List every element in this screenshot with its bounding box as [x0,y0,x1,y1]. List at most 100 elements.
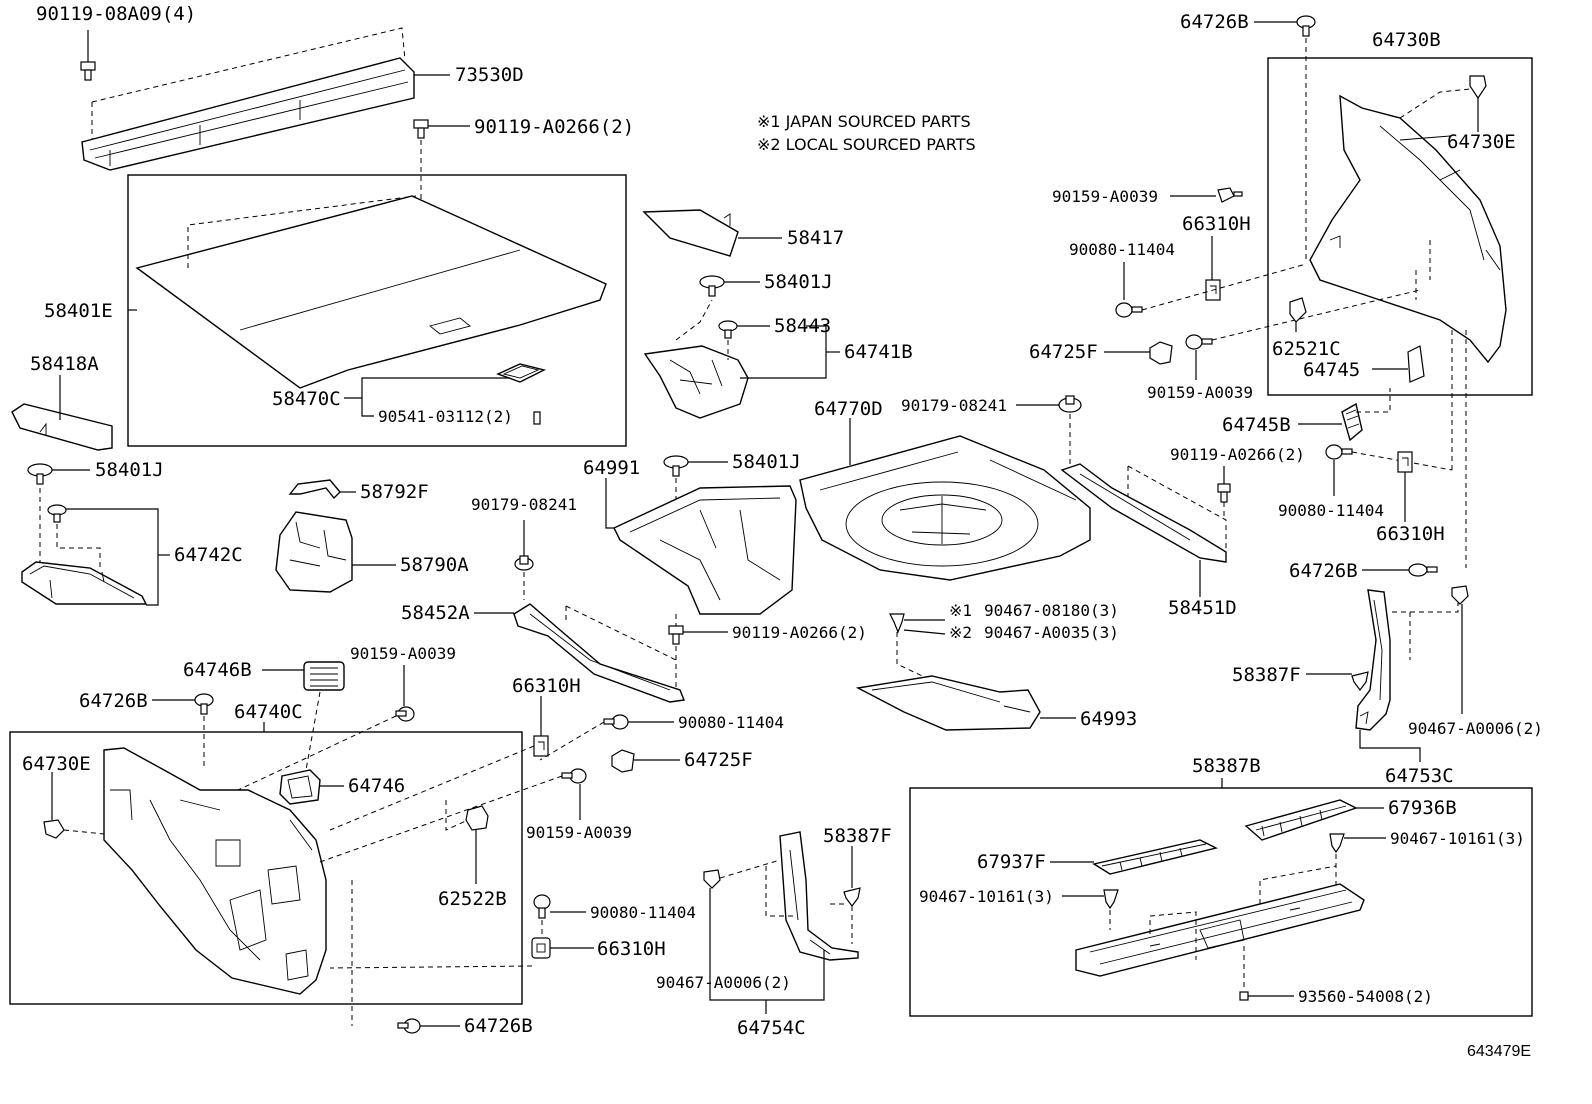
label-64745: 64745 [1303,359,1360,381]
part-58470C [496,363,547,383]
screw-90080-11404-mid [603,714,629,730]
label-66310H-low: 66310H [597,938,666,960]
label-90119-A0266-mid: 90119-A0266(2) [732,623,867,642]
label-90467-A0006-mid: 90467-A0006(2) [656,973,791,992]
note-japan-sourced: ※1 JAPAN SOURCED PARTS [757,112,971,131]
screw-90159-A0039-top [1217,187,1243,203]
screw-90080-11404-low [533,894,551,919]
label-64754C: 64754C [737,1017,806,1039]
label-62521C: 62521C [1272,338,1341,360]
label-64770D: 64770D [814,398,883,420]
label-64726B-right: 64726B [1289,560,1358,582]
label-90467-A0035: 90467-A0035(3) [984,623,1119,642]
nut-90179-08241-left [514,555,534,571]
part-58387B-scuff-plate [1075,865,1365,977]
label-90467-A0006-right: 90467-A0006(2) [1408,719,1543,738]
part-64745B [1341,402,1363,442]
part-64746 [279,769,321,805]
bolt-90467-A0006-right [1451,585,1469,605]
label-66310H-mid: 66310H [512,675,581,697]
part-58452A [513,603,685,703]
clip-90467-10161-left [1103,889,1119,910]
label-66310H-top: 66310H [1182,213,1251,235]
label-90467-10161-left: 90467-10161(3) [919,887,1054,906]
clip-64726B-top [1296,15,1316,37]
bolt-90119-A0266-right [1217,483,1231,503]
clip-90467-10161-right [1329,833,1345,854]
part-64746B [303,661,345,691]
label-64746: 64746 [348,775,405,797]
part-58451D [1060,463,1227,563]
label-90467-10161-right: 90467-10161(3) [1390,829,1525,848]
label-58401J-low: 58401J [732,451,801,473]
clip-62521C [1289,297,1307,323]
label-90179-08241-left: 90179-08241 [471,495,577,514]
label-64726B-top: 64726B [1180,11,1249,33]
label-90080-11404-top: 90080-11404 [1069,240,1175,259]
part-64741B [643,299,749,419]
label-64753C: 64753C [1385,765,1454,787]
clip-62522B [465,805,489,831]
clip-58387F-right [1351,671,1369,691]
bolt-90119-08A09 [80,30,96,81]
part-58401E-tonneau-cover [135,195,607,389]
part-64730B-right-quarter-trim [1309,87,1507,364]
label-58470C: 58470C [272,388,341,410]
part-58790A [275,511,353,593]
label-64726B-bottom: 64726B [464,1015,533,1037]
label-90080-11404-mid: 90080-11404 [678,713,784,732]
diagram-id: 643479E [1467,1043,1531,1060]
part-58417 [642,209,739,257]
clip-64745 [1407,345,1425,383]
part-64742C [21,488,148,605]
label-mark2: ※2 [949,623,972,642]
label-58790A: 58790A [400,554,469,576]
screw-90541-03112 [533,411,541,425]
clip-64725F-right [1149,341,1173,365]
clip-66310H-mid [533,735,549,757]
label-64742C: 64742C [174,544,243,566]
part-58418A [11,403,113,451]
label-64725F-mid: 64725F [684,749,753,771]
part-73530D-rail [81,27,415,171]
clip-90467-08180 [889,613,905,634]
nut-90179-08241-right [1058,395,1082,413]
note-local-sourced: ※2 LOCAL SOURCED PARTS [757,135,976,154]
label-64740C: 64740C [234,701,303,723]
label-58443: 58443 [774,315,831,337]
label-64993: 64993 [1080,708,1137,730]
label-90080-11404-right: 90080-11404 [1278,501,1384,520]
right-trim-group-box [1267,57,1533,396]
label-90159-A0039-right: 90159-A0039 [1147,383,1253,402]
screw-90159-A0039-left [395,706,415,722]
label-64741B: 64741B [844,341,913,363]
screw-90080-11404-top [1115,302,1143,318]
clip-58443 [718,320,738,339]
label-64726B-left: 64726B [79,690,148,712]
clip-64730E-left [43,819,65,839]
label-64725F-right: 64725F [1029,341,1098,363]
label-90159-A0039-mid: 90159-A0039 [526,823,632,842]
label-90541-03112: 90541-03112(2) [378,407,513,426]
clip-64726B-right [1408,563,1438,577]
bolt-90119-A0266-mid [668,625,684,645]
part-67937F [1092,839,1219,875]
label-90080-11404-low: 90080-11404 [590,903,696,922]
label-58792F: 58792F [360,481,429,503]
clip-58401J-mid [699,275,725,297]
scuff-plate-group-box [909,787,1533,1017]
label-58451D: 58451D [1168,597,1237,619]
label-58401J-mid: 58401J [764,271,833,293]
bolt-90467-A0006-mid [703,869,721,889]
screw-93560-54008 [1239,991,1249,1001]
label-58387F-right: 58387F [1232,664,1301,686]
label-64730E-right: 64730E [1447,131,1516,153]
label-62522B: 62522B [438,888,507,910]
label-58387F-mid: 58387F [823,825,892,847]
label-90119-A0266-top: 90119-A0266(2) [474,116,634,138]
clip-64726B-bottom [397,1018,421,1034]
part-64991 [613,485,797,615]
label-67936B: 67936B [1388,797,1457,819]
